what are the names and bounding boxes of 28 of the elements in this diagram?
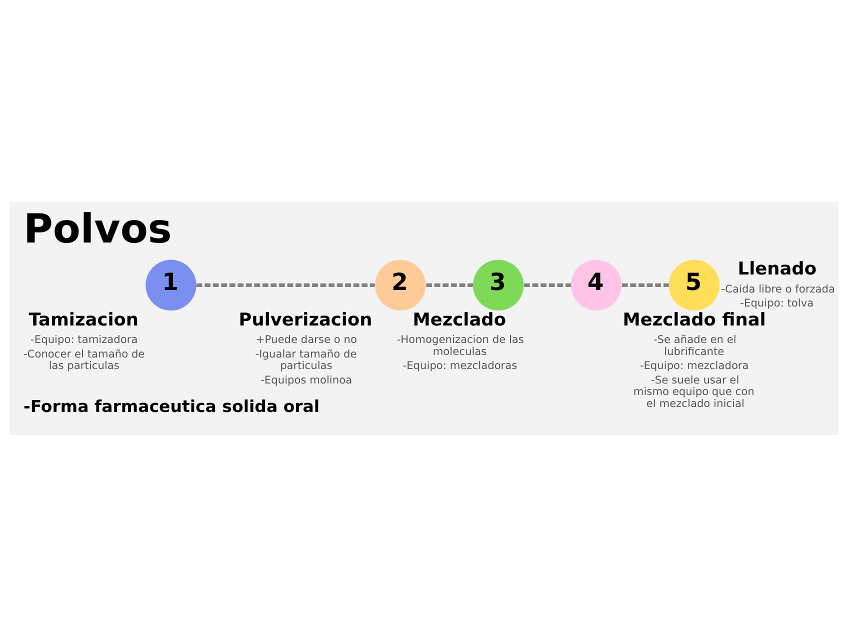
node-label: -Equipo: mezcladoras bbox=[402, 358, 518, 372]
diagram-title: Polvos bbox=[23, 206, 172, 252]
node-label: Mezclado bbox=[412, 310, 506, 330]
node-circle: 5 bbox=[668, 259, 720, 310]
node-label: -Equipo: mezcladora bbox=[640, 358, 749, 372]
node-circle: 2 bbox=[375, 259, 426, 310]
node-label: -Homogenizacion de las moleculas bbox=[396, 332, 524, 358]
node-label: -Equipo: tolva bbox=[740, 296, 814, 310]
node-circle: 4 bbox=[570, 259, 622, 310]
label: -Forma farmaceutica solida oral bbox=[23, 396, 320, 416]
node-label: -Igualar tamaño de particulas bbox=[255, 346, 357, 372]
node-label: Mezclado final bbox=[622, 310, 766, 330]
node-label: Pulverizacion bbox=[238, 310, 372, 330]
connector bbox=[524, 282, 571, 286]
node-label: -Conocer el tamaño de las particulas bbox=[23, 346, 145, 372]
connector bbox=[622, 282, 669, 286]
connector bbox=[196, 282, 375, 286]
node-label: -Equipos molinoa bbox=[260, 372, 352, 386]
node-label: Tamizacion bbox=[28, 310, 139, 330]
node-label: -Caida libre o forzada bbox=[721, 282, 836, 295]
node-circle: 1 bbox=[146, 259, 196, 310]
node-label: -Se suele usar el mismo equipo que con el mezclado inicial bbox=[633, 372, 754, 410]
node-label: -Se añade en el lubrificante bbox=[653, 332, 736, 358]
node-label: Llenado bbox=[738, 259, 816, 280]
connector bbox=[426, 282, 473, 286]
node-label: -Equipo: tamizadora bbox=[30, 332, 138, 346]
node-circle: 3 bbox=[472, 259, 524, 310]
node-label: +Puede darse o no bbox=[256, 332, 357, 346]
